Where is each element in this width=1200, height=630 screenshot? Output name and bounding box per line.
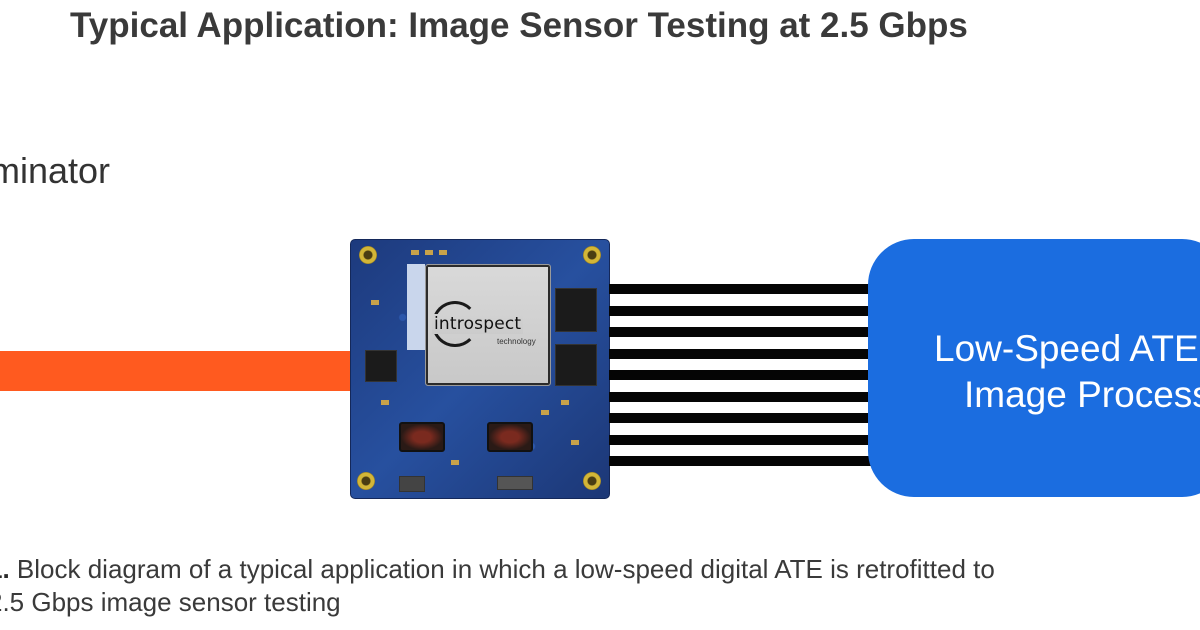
smd-component bbox=[561, 400, 569, 405]
mounting-hole-top-right bbox=[583, 246, 601, 264]
ic-chip-right-bottom bbox=[555, 344, 597, 386]
cable-wire bbox=[609, 392, 873, 402]
smd-component bbox=[571, 440, 579, 445]
chip-side-strip bbox=[407, 264, 425, 350]
cable-wire bbox=[609, 435, 873, 445]
mounting-hole-bottom-right bbox=[583, 472, 601, 490]
high-speed-link-bar bbox=[0, 351, 356, 391]
introspect-board: introspect technology bbox=[351, 240, 609, 498]
mounting-hole-top-left bbox=[359, 246, 377, 264]
cable-wire bbox=[609, 349, 873, 359]
slide-title: Typical Application: Image Sensor Testin… bbox=[70, 6, 968, 45]
cable-wire bbox=[609, 456, 873, 466]
cable-wire bbox=[609, 284, 873, 294]
mounting-hole-bottom-left bbox=[357, 472, 375, 490]
left-block-label: minator bbox=[0, 150, 111, 191]
cable-wire bbox=[609, 327, 873, 337]
cable-wire bbox=[609, 306, 873, 316]
smd-component bbox=[411, 250, 419, 255]
fpga-chip: introspect technology bbox=[425, 264, 551, 386]
smd-component bbox=[425, 250, 433, 255]
caption-line-2: 2.5 Gbps image sensor testing bbox=[0, 587, 341, 617]
bottom-connector-left bbox=[399, 476, 425, 492]
ribbon-cable bbox=[609, 284, 873, 466]
ate-label-line-1: Low-Speed ATE bbox=[934, 328, 1199, 369]
low-speed-ate-block bbox=[868, 239, 1200, 497]
ate-block-label: Low-Speed ATE Image Process bbox=[930, 326, 1200, 418]
ic-chip-right-top bbox=[555, 288, 597, 332]
smd-component bbox=[541, 410, 549, 415]
chip-logo-subtext: technology bbox=[497, 337, 536, 346]
figure-number: 1. bbox=[0, 554, 10, 584]
caption-line-1: Block diagram of a typical application i… bbox=[16, 554, 995, 584]
chip-logo-text: introspect bbox=[432, 314, 524, 334]
sensor-connector-left bbox=[399, 422, 445, 452]
figure-caption: 1. Block diagram of a typical applicatio… bbox=[0, 553, 1200, 619]
cable-wire bbox=[609, 370, 873, 380]
bottom-connector bbox=[497, 476, 533, 490]
cable-wire bbox=[609, 413, 873, 423]
sensor-connector-right bbox=[487, 422, 533, 452]
smd-component bbox=[439, 250, 447, 255]
ic-chip-left bbox=[365, 350, 397, 382]
ate-label-line-2: Image Process bbox=[964, 374, 1200, 415]
smd-component bbox=[451, 460, 459, 465]
smd-component bbox=[381, 400, 389, 405]
smd-component bbox=[371, 300, 379, 305]
